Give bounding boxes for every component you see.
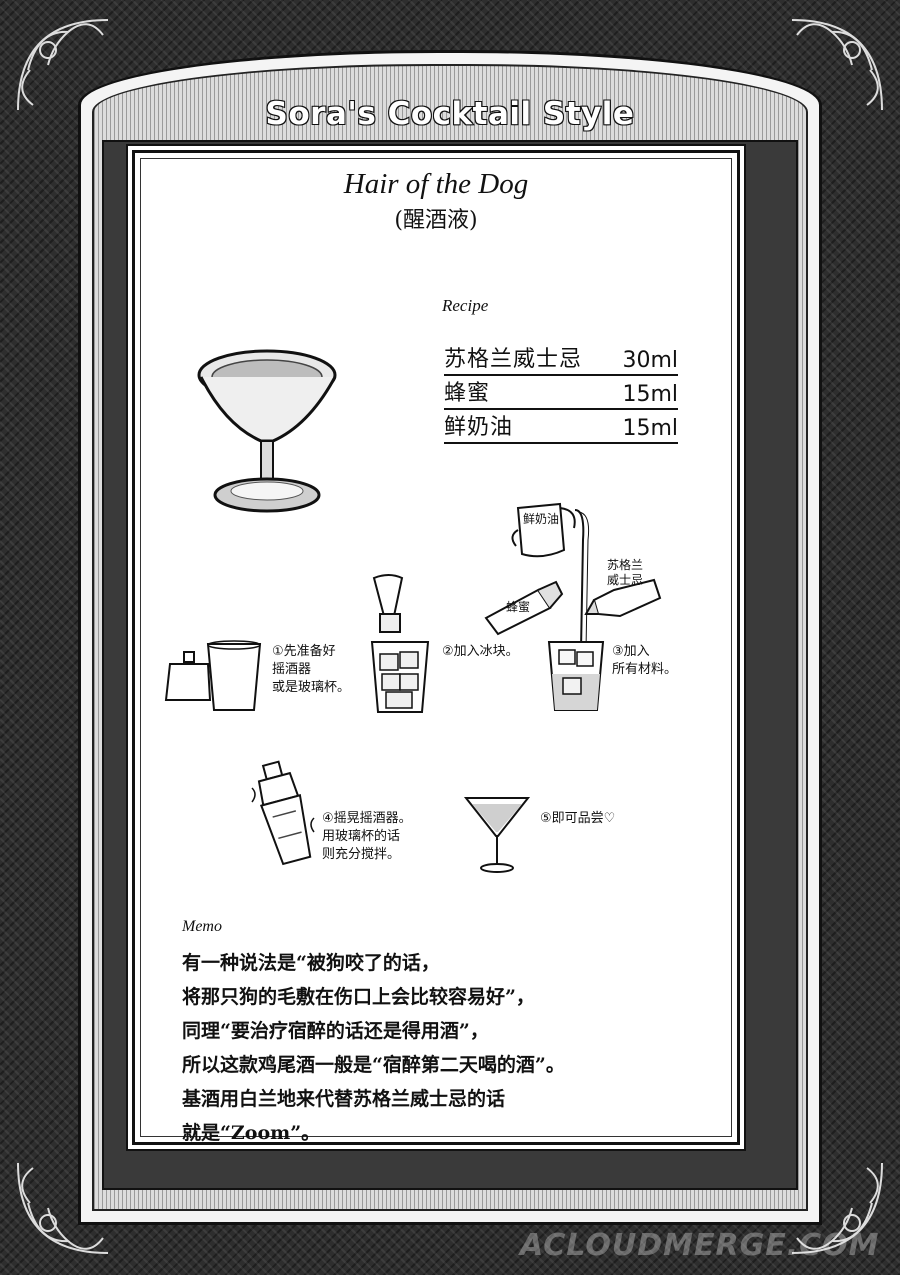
- ingredient-row: 苏格兰威士忌 30ml: [444, 342, 678, 376]
- shaker-cap-icon: [164, 651, 212, 701]
- cream-jug-icon: [511, 502, 576, 558]
- ice-tongs-icon: [372, 574, 404, 633]
- ingredient-amount: 30ml: [622, 348, 678, 373]
- page-title: Sora's Cocktail Style: [265, 95, 635, 133]
- step-text: ⑤即可品尝♡: [540, 811, 616, 826]
- finished-cocktail-icon: [463, 797, 531, 873]
- cocktail-glass-icon: [197, 349, 337, 513]
- corner-ornament-icon: [17, 1162, 109, 1254]
- ingredient-row: 鲜奶油 15ml: [444, 410, 678, 444]
- ingredient-amount: 15ml: [622, 416, 678, 441]
- scotch-label: 苏格兰 威士忌: [607, 558, 644, 587]
- step-text: ③加入 所有材料。: [612, 644, 678, 677]
- memo-line: 所以这款鸡尾酒一般是“宿醉第二天喝的酒”。: [182, 1054, 565, 1076]
- mixing-glass-icon: [206, 640, 262, 711]
- memo-line: 基酒用白兰地来代替苏格兰威士忌的话: [182, 1088, 506, 1110]
- ingredient-row: 蜂蜜 15ml: [444, 376, 678, 410]
- ingredient-name: 蜂蜜: [444, 381, 491, 406]
- ice-glass-icon: [370, 641, 430, 713]
- memo-line: 有一种说法是“被狗咬了的话，: [182, 952, 440, 974]
- recipe-label: Recipe: [442, 296, 489, 315]
- corner-ornament-icon: [17, 19, 109, 111]
- memo-line: 同理“要治疗宿醉的话还是得用酒”，: [182, 1020, 489, 1042]
- content-panel-inner-line: [140, 158, 732, 1137]
- memo-line: 就是“Zoom”。: [182, 1122, 321, 1144]
- watermark: ACLOUDMERGE.COM: [520, 1228, 880, 1263]
- memo-line: 将那只狗的毛敷在伤口上会比较容易好”，: [182, 986, 535, 1008]
- step-text: ①先准备好 摇酒器 或是玻璃杯。: [272, 644, 351, 695]
- honey-bottle-icon: [484, 580, 564, 636]
- step-text: ②加入冰块。: [442, 644, 519, 659]
- pour-stream-icon: [574, 509, 590, 651]
- honey-label: 蜂蜜: [506, 600, 531, 614]
- shaker-icon: [251, 760, 315, 866]
- cream-label: 鲜奶油: [523, 512, 560, 526]
- corner-ornament-icon: [791, 1162, 883, 1254]
- header-bar: Sora's Cocktail Style: [150, 88, 750, 140]
- filled-glass-icon: [547, 641, 605, 711]
- memo-label: Memo: [182, 918, 222, 935]
- step-text: ④摇晃摇酒器。 用玻璃杯的话 则充分搅拌。: [322, 811, 412, 862]
- ingredient-name: 苏格兰威士忌: [444, 347, 583, 372]
- corner-ornament-icon: [791, 19, 883, 111]
- drink-name: Hair of the Dog: [343, 168, 529, 200]
- drink-subtitle: (醒酒液): [394, 208, 478, 233]
- scotch-bottle-icon: [584, 578, 662, 618]
- ingredient-name: 鲜奶油: [444, 415, 514, 440]
- ingredient-amount: 15ml: [622, 382, 678, 407]
